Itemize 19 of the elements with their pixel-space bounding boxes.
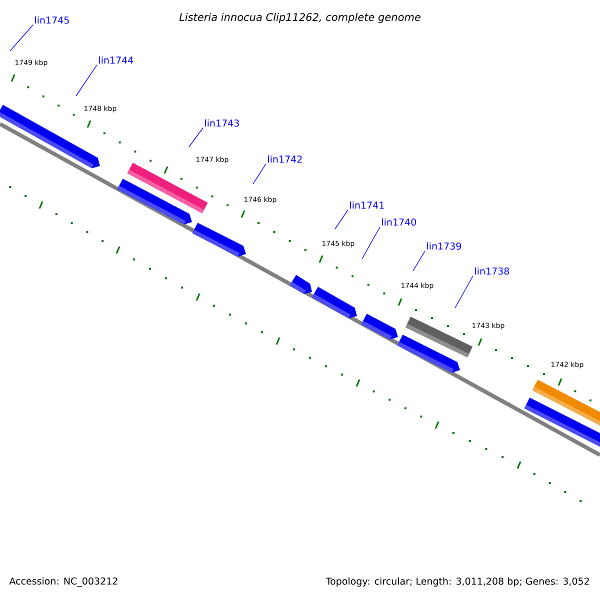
gene-label: lin1744 [99,56,134,64]
leader-line [252,163,266,184]
gene-label: lin1739 [427,242,462,250]
genome-info-text: Topology: circular; Length: 3,011,208 bp; Genes: 3,052 [326,577,589,587]
leader-line [412,250,426,272]
leader-line [10,24,34,52]
accession-text: Accession: NC_003212 [9,577,118,587]
gene-label: lin1745 [35,16,69,24]
gene-label: lin1743 [205,119,239,127]
leader-line [334,209,348,230]
leader-line [188,128,204,148]
gene-label: lin1741 [350,201,384,209]
gene-label: lin1738 [475,267,510,275]
title: Listeria innocua Clip11262, complete genome [179,12,420,24]
leader-line [454,276,474,308]
leader-line [362,226,380,260]
gene-label: lin1740 [382,218,416,226]
gene-label: lin1742 [268,155,302,163]
leader-line [76,64,98,96]
